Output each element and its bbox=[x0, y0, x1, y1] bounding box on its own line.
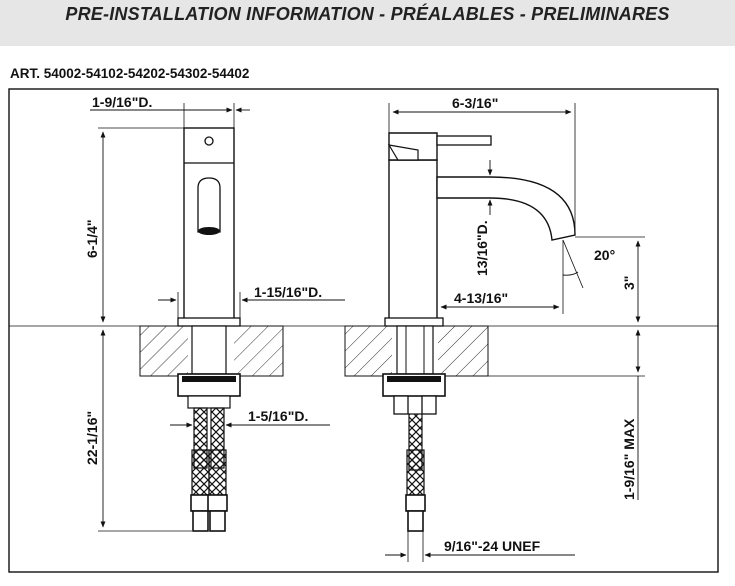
dim-spout-diameter: 13/16"D. bbox=[474, 220, 490, 276]
dim-spout-angle: 20° bbox=[594, 247, 615, 263]
dim-top-diameter: 1-9/16"D. bbox=[92, 94, 152, 110]
page-title: PRE-INSTALLATION INFORMATION - PRÉALABLE… bbox=[65, 4, 670, 24]
front-spout-opening bbox=[197, 177, 221, 233]
dim-max-counter: 1-9/16" MAX bbox=[621, 418, 637, 500]
dim-total-reach: 6-3/16" bbox=[452, 95, 498, 111]
drawing-frame bbox=[8, 88, 719, 573]
dim-hose-diameter: 1-5/16"D. bbox=[248, 408, 308, 424]
article-numbers: ART. 54002-54102-54202-54302-54402 bbox=[10, 66, 250, 81]
side-view: 6-3/16" 13/16"D. 20° 3" 4-13/16" 1-9/16"… bbox=[344, 95, 645, 562]
header-banner: PRE-INSTALLATION INFORMATION - PRÉALABLE… bbox=[0, 0, 735, 46]
dim-thread: 9/16"-24 UNEF bbox=[444, 538, 541, 554]
dim-faucet-height: 6-1/4" bbox=[84, 219, 100, 258]
front-view: 1-9/16"D. 6-1/4" 1-15/16"D. 22-1/16" 1-5… bbox=[84, 94, 345, 532]
side-faucet-body bbox=[388, 159, 438, 323]
side-spout bbox=[436, 176, 576, 241]
dim-base-diameter: 1-15/16"D. bbox=[254, 284, 322, 300]
dim-below-counter: 22-1/16" bbox=[84, 411, 100, 465]
lever-handle bbox=[436, 135, 492, 146]
dim-spout-clearance: 3" bbox=[621, 276, 637, 290]
handle-pin bbox=[204, 136, 214, 146]
dim-spout-reach: 4-13/16" bbox=[454, 290, 508, 306]
